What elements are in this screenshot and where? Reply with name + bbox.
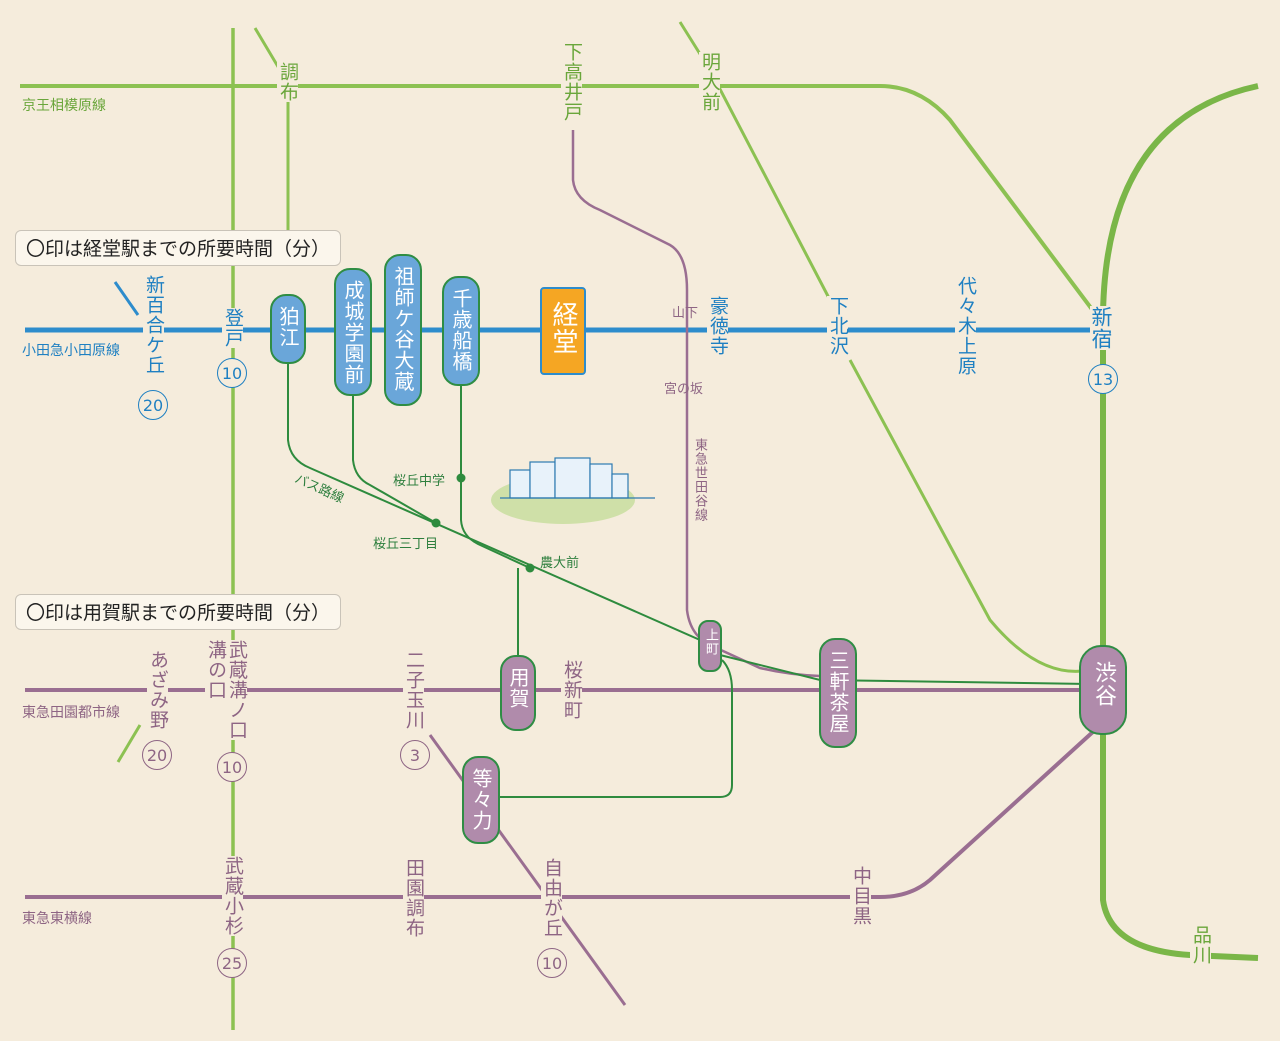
line-label-odakyu: 小田急小田原線 <box>22 343 120 359</box>
inokashira-shibuya <box>848 359 1091 673</box>
station-soshigaya-okura: 祖師ケ谷大蔵 <box>384 254 422 406</box>
keio-line <box>20 84 1102 322</box>
station-shinyurigaoka: 新百合ケ丘 <box>143 275 165 375</box>
station-azamino: あざみ野 <box>147 650 169 730</box>
time-noborito: 10 <box>217 358 247 388</box>
station-mizonokuchi: 武蔵溝ノ口 <box>226 640 248 740</box>
station-shinagawa: 品川 <box>1190 925 1212 965</box>
bus-route-main <box>287 360 701 641</box>
legend-kyodo: 〇印は経堂駅までの所要時間（分） <box>15 230 342 266</box>
time-azamino: 20 <box>142 740 172 770</box>
setagaya-line <box>571 130 821 678</box>
station-sakurashinmachi: 桜新町 <box>561 660 583 720</box>
station-yoga: 用賀 <box>500 655 536 731</box>
station-komae: 狛江 <box>270 294 306 364</box>
time-futakotamagawa: 3 <box>400 740 430 770</box>
station-yoyogi-uehara: 代々木上原 <box>955 276 977 376</box>
station-todoroki: 等々力 <box>462 756 500 844</box>
label-nodaimae: 農大前 <box>540 556 580 571</box>
time-musashikosugi: 25 <box>217 948 247 978</box>
bus-route-e <box>497 659 733 798</box>
bus-stop-nodaimae <box>525 563 535 573</box>
station-shibuya: 渋谷 <box>1079 645 1127 735</box>
station-meidaimae: 明大前 <box>699 52 721 112</box>
station-musashikosugi: 武蔵小杉 <box>222 856 244 936</box>
station-shinjuku: 新宿 <box>1089 306 1113 350</box>
jr-yamanote <box>1099 83 1259 961</box>
station-sangenjaya: 三軒茶屋 <box>819 638 857 748</box>
time-jiyugaoka: 10 <box>537 948 567 978</box>
station-seijogakuenmae: 成城学園前 <box>334 268 372 396</box>
label-sakuragaoka-3: 桜丘三丁目 <box>373 537 439 552</box>
line-label-setagaya: 東急世田谷線 <box>692 438 707 522</box>
station-noborito: 登戸 <box>222 308 244 348</box>
bus-stop-sakuragaoka-3 <box>431 518 441 528</box>
station-futakotamagawa: 二子玉川 <box>403 650 425 730</box>
bus-route-a <box>352 395 437 524</box>
station-jiyugaoka: 自由が丘 <box>541 858 563 938</box>
keio-chofu-branch <box>253 27 290 240</box>
label-sakuragaoka-jh: 桜丘中学 <box>393 474 446 489</box>
time-shinyurigaoka: 20 <box>138 390 168 420</box>
time-mizonokuchi: 10 <box>217 752 247 782</box>
station-miyanosaka: 宮の坂 <box>664 382 704 397</box>
station-nakameguro: 中目黒 <box>850 866 872 926</box>
station-chofu: 調布 <box>277 62 299 102</box>
line-label-denentoshi: 東急田園都市線 <box>22 705 120 721</box>
building-icon <box>500 457 655 499</box>
bus-stop-sakuragaoka-jh <box>456 473 466 483</box>
denentoshi-branch <box>116 724 142 763</box>
time-shinjuku: 13 <box>1088 364 1118 394</box>
station-mizonokuchi-alt: 溝の口 <box>205 640 227 700</box>
line-label-toyoko: 東急東横線 <box>22 911 92 927</box>
oimachi-line <box>428 734 627 1006</box>
station-gotokuji: 豪徳寺 <box>707 296 729 356</box>
station-kamimachi: 上町 <box>698 620 722 672</box>
station-yamashita: 山下 <box>672 306 699 321</box>
station-kyodo: 経堂 <box>540 287 586 375</box>
bus-route-b <box>460 385 531 569</box>
station-shimotakaido: 下高井戸 <box>561 42 583 122</box>
legend-yoga: 〇印は用賀駅までの所要時間（分） <box>15 594 342 630</box>
odakyu-branch <box>113 281 140 316</box>
station-shimokitazawa: 下北沢 <box>827 296 849 356</box>
toyoko-line <box>25 728 1097 899</box>
station-denenchofu: 田園調布 <box>403 858 425 938</box>
line-label-keio: 京王相模原線 <box>22 98 106 114</box>
station-chitose-funabashi: 千歳船橋 <box>442 276 480 386</box>
